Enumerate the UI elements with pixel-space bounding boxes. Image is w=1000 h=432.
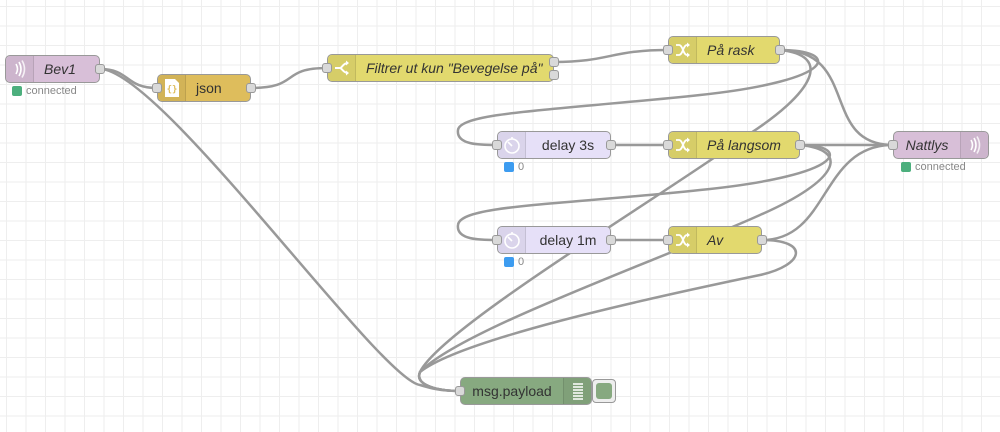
output-port[interactable]: [606, 235, 616, 245]
wire-parask-nattlys[interactable]: [779, 48, 894, 147]
input-port[interactable]: [492, 235, 502, 245]
node-bev1[interactable]: Bev1: [5, 55, 105, 83]
wire-json-filter[interactable]: [250, 66, 328, 90]
status-text: connected: [915, 161, 966, 173]
svg-text:{}: {}: [166, 85, 177, 95]
status-dot: [504, 257, 514, 267]
output-port-2[interactable]: [549, 70, 559, 80]
bridge-icon: [6, 56, 34, 82]
node-json[interactable]: {} json: [152, 74, 256, 102]
shuffle-icon: [669, 132, 697, 158]
node-label: json: [196, 80, 222, 96]
status-text: connected: [26, 85, 77, 97]
timer-icon: [498, 132, 526, 158]
node-filter[interactable]: Filtrer ut kun "Bevegelse på": [322, 54, 559, 82]
wire-av-debug[interactable]: [417, 238, 798, 393]
status-delay-1m: 0: [504, 256, 524, 268]
wire-parask-debug[interactable]: [417, 48, 812, 393]
node-av[interactable]: Av: [663, 226, 767, 254]
node-delay-3s[interactable]: delay 3s: [492, 131, 616, 159]
input-port[interactable]: [455, 386, 465, 396]
status-text: 0: [518, 161, 525, 173]
input-port[interactable]: [663, 140, 673, 150]
debug-toggle-indicator: [596, 383, 612, 399]
output-port[interactable]: [246, 83, 256, 93]
list-icon: [563, 378, 591, 404]
switch-icon: [328, 55, 356, 81]
output-port[interactable]: [795, 140, 805, 150]
node-label: delay 1m: [539, 232, 597, 248]
node-label: delay 3s: [541, 137, 595, 153]
node-delay-1m[interactable]: delay 1m: [492, 226, 616, 254]
json-icon: {}: [158, 75, 186, 101]
status-dot: [504, 162, 514, 172]
wire-bev1-debug[interactable]: [99, 67, 461, 393]
input-port[interactable]: [663, 45, 673, 55]
wire-av-nattlys[interactable]: [761, 143, 894, 242]
node-label: Filtrer ut kun "Bevegelse på": [366, 60, 543, 76]
output-port[interactable]: [606, 140, 616, 150]
node-label: På langsom: [707, 137, 781, 153]
status-delay-3s: 0: [504, 161, 524, 173]
output-port-1[interactable]: [549, 57, 559, 67]
input-port[interactable]: [492, 140, 502, 150]
node-pa-rask[interactable]: På rask: [663, 36, 785, 64]
node-nattlys[interactable]: Nattlys: [888, 131, 989, 159]
node-debug[interactable]: msg.payload: [455, 377, 592, 405]
node-label: På rask: [707, 42, 755, 58]
status-dot: [12, 86, 22, 96]
timer-icon: [498, 227, 526, 253]
output-port[interactable]: [775, 45, 785, 55]
shuffle-icon: [669, 37, 697, 63]
debug-toggle-button[interactable]: [592, 379, 616, 403]
output-port[interactable]: [95, 64, 105, 74]
status-text: 0: [518, 256, 525, 268]
status-nattlys: connected: [901, 161, 966, 173]
node-label: Nattlys: [905, 137, 949, 153]
wire-palangsom-debug[interactable]: [417, 143, 832, 393]
wire-parask-delay3s[interactable]: [456, 48, 820, 147]
node-pa-langsom[interactable]: På langsom: [663, 131, 805, 159]
input-port[interactable]: [888, 140, 898, 150]
input-port[interactable]: [322, 63, 332, 73]
bridge-icon: [960, 132, 988, 158]
input-port[interactable]: [152, 83, 162, 93]
node-label: Av: [707, 232, 724, 248]
node-label: Bev1: [44, 61, 76, 77]
node-label: msg.payload: [472, 383, 552, 399]
status-bev1: connected: [12, 85, 77, 97]
status-dot: [901, 162, 911, 172]
input-port[interactable]: [663, 235, 673, 245]
output-port[interactable]: [757, 235, 767, 245]
wire-filter-parask[interactable]: [553, 48, 669, 64]
shuffle-icon: [669, 227, 697, 253]
